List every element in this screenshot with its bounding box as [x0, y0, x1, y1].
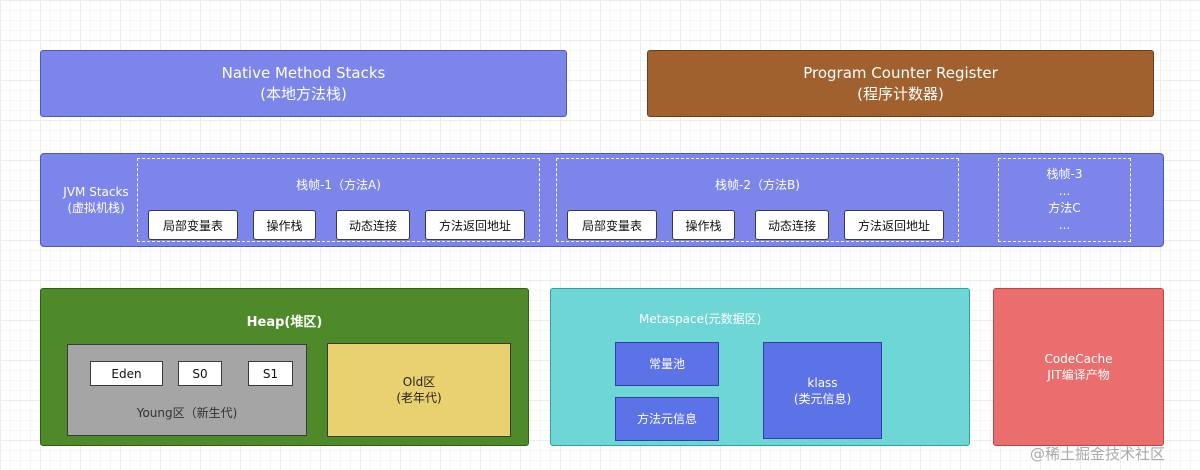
constant-pool-label: 常量池 — [648, 357, 685, 371]
metaspace-box: Metaspace(元数据区) 常量池 方法元信息 klass (类元信息) — [550, 288, 970, 446]
young-generation-box: Eden S0 S1 Young区（新生代) — [67, 344, 307, 436]
code-cache-box: CodeCache JIT编译产物 — [993, 288, 1164, 446]
jvm-stacks-label: JVM Stacks (虚拟机栈) — [51, 184, 141, 216]
code-cache-title: CodeCache — [1044, 352, 1113, 366]
constant-pool-box: 常量池 — [615, 342, 719, 386]
operand-stack-1: 操作栈 — [253, 210, 316, 240]
metaspace-title: Metaspace(元数据区) — [639, 312, 762, 326]
eden-box: Eden — [90, 361, 163, 386]
s0-box: S0 — [178, 361, 222, 386]
stack-frame-3-title: 栈帧-3 — [1046, 167, 1083, 181]
return-address-1: 方法返回地址 — [425, 210, 525, 240]
stack-frame-2: 栈帧-2（方法B) 局部变量表 操作栈 动态连接 方法返回地址 — [556, 158, 959, 242]
jvm-stacks-title: JVM Stacks — [63, 185, 129, 199]
klass-subtitle: (类元信息) — [793, 391, 852, 406]
stack-frame-2-title: 栈帧-2（方法B) — [715, 178, 800, 192]
operand-stack-2: 操作栈 — [672, 210, 735, 240]
jvm-stacks-box: JVM Stacks (虚拟机栈) 栈帧-1（方法A) 局部变量表 操作栈 动态… — [40, 153, 1164, 247]
local-variable-table-1: 局部变量表 — [148, 210, 238, 240]
young-generation-label: Young区（新生代) — [136, 406, 238, 420]
watermark: @稀土掘金技术社区 — [1030, 445, 1166, 463]
old-generation-subtitle: (老年代) — [396, 391, 442, 405]
stack-frame-1: 栈帧-1（方法A) 局部变量表 操作栈 动态连接 方法返回地址 — [137, 158, 540, 242]
native-method-stacks-title: Native Method Stacks — [221, 63, 386, 82]
method-metadata-label: 方法元信息 — [636, 412, 697, 426]
stack-frame-3-ellipsis-top: ... — [1058, 184, 1071, 198]
stack-frame-1-title: 栈帧-1（方法A) — [296, 178, 381, 192]
old-generation-title: Old区 — [402, 375, 436, 389]
program-counter-register-box: Program Counter Register (程序计数器) — [647, 50, 1154, 117]
dynamic-linking-2: 动态连接 — [755, 210, 829, 240]
method-metadata-box: 方法元信息 — [615, 397, 719, 441]
return-address-2: 方法返回地址 — [844, 210, 944, 240]
s1-box: S1 — [248, 361, 293, 386]
stack-frame-3-ellipsis-bottom: ... — [1058, 218, 1071, 232]
klass-box: klass (类元信息) — [763, 342, 882, 439]
stack-frame-3-method: 方法C — [1048, 201, 1081, 215]
jvm-stacks-subtitle: (虚拟机栈) — [67, 201, 125, 215]
klass-title: klass — [807, 375, 838, 390]
program-counter-register-title: Program Counter Register — [803, 63, 998, 82]
native-method-stacks-subtitle: (本地方法栈) — [260, 84, 347, 103]
heap-box: Heap(堆区) Eden S0 S1 Young区（新生代) Old区 (老年… — [40, 288, 529, 446]
dynamic-linking-1: 动态连接 — [336, 210, 410, 240]
program-counter-register-subtitle: (程序计数器) — [857, 84, 944, 103]
old-generation-box: Old区 (老年代) — [327, 343, 511, 437]
stack-frame-3: 栈帧-3 ... 方法C ... — [998, 158, 1131, 242]
native-method-stacks-box: Native Method Stacks (本地方法栈) — [40, 50, 567, 117]
heap-title: Heap(堆区) — [246, 315, 323, 330]
code-cache-subtitle: JIT编译产物 — [1047, 368, 1110, 382]
local-variable-table-2: 局部变量表 — [567, 210, 657, 240]
